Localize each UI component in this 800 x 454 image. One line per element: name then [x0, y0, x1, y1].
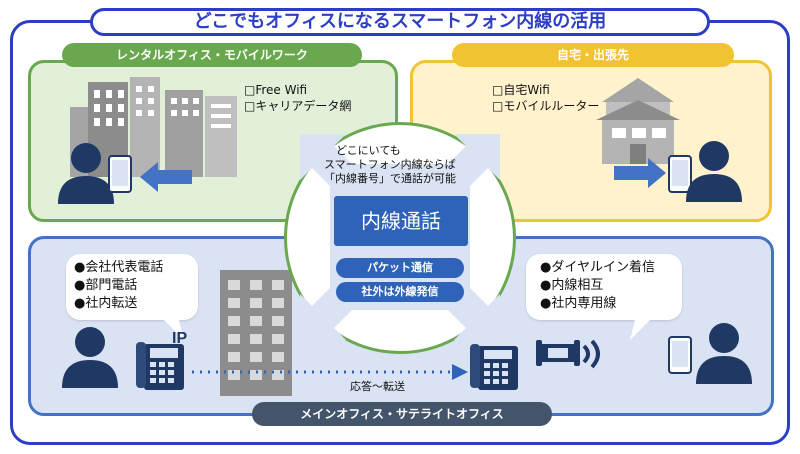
office-building-icon	[220, 270, 292, 396]
smartphone-icon	[668, 155, 692, 193]
person-icon	[696, 323, 752, 384]
ip-label: IP	[172, 330, 188, 347]
right-arrow-icon	[614, 158, 666, 188]
left-item-main-number: ●会社代表電話	[74, 260, 164, 275]
ip-phone-icon	[136, 342, 184, 390]
rental-office-label: レンタルオフィス・モバイルワーク	[62, 43, 362, 67]
access-point-icon	[536, 340, 580, 366]
person-icon	[58, 143, 114, 204]
rental-item-wifi: □Free Wifi	[244, 83, 308, 97]
smartphone-icon	[108, 155, 132, 193]
transfer-label: 応答～転送	[350, 380, 405, 393]
page-title: どこでもオフィスになるスマートフォン内線の活用	[90, 8, 710, 36]
right-callout-tail	[630, 316, 654, 340]
external-call-pill: 社外は外線発信	[336, 282, 464, 302]
right-callout	[526, 254, 682, 320]
rental-item-carrier: □キャリアデータ網	[244, 99, 352, 113]
left-callout	[66, 254, 198, 320]
home-item-router: □モバイルルーター	[492, 99, 600, 113]
office-buildings-icon	[70, 77, 237, 177]
person-icon	[62, 327, 118, 388]
desk-phone-icon	[470, 344, 518, 390]
right-item-dial-in: ●ダイヤルイン着信	[540, 260, 655, 275]
internal-call-box	[334, 196, 468, 246]
internal-call-label: 内線通話	[361, 209, 441, 233]
center-note-line-2: スマートフォン内線ならば	[324, 158, 456, 171]
wireless-signal-icon	[582, 339, 600, 369]
left-callout-tail	[160, 316, 184, 340]
home-label: 自宅・出張先	[452, 43, 734, 67]
house-icon	[596, 78, 680, 164]
smartphone-icon	[668, 336, 692, 374]
main-office-label: メインオフィス・サテライトオフィス	[252, 402, 552, 426]
left-arrow-icon	[140, 162, 192, 192]
center-note-line-3: 「内線番号」で通話が可能	[324, 172, 456, 185]
left-item-transfer: ●社内転送	[74, 296, 138, 311]
center-note-line-1: どこにいても	[336, 144, 401, 157]
packet-pill: パケット通信	[336, 258, 464, 278]
right-item-private-line: ●社内専用線	[540, 296, 617, 311]
transfer-arrow	[192, 364, 468, 380]
person-icon	[686, 141, 742, 202]
left-item-dept-phone: ●部門電話	[74, 278, 138, 293]
right-item-extension: ●内線相互	[540, 278, 604, 293]
home-item-wifi: □自宅Wifi	[492, 83, 550, 97]
